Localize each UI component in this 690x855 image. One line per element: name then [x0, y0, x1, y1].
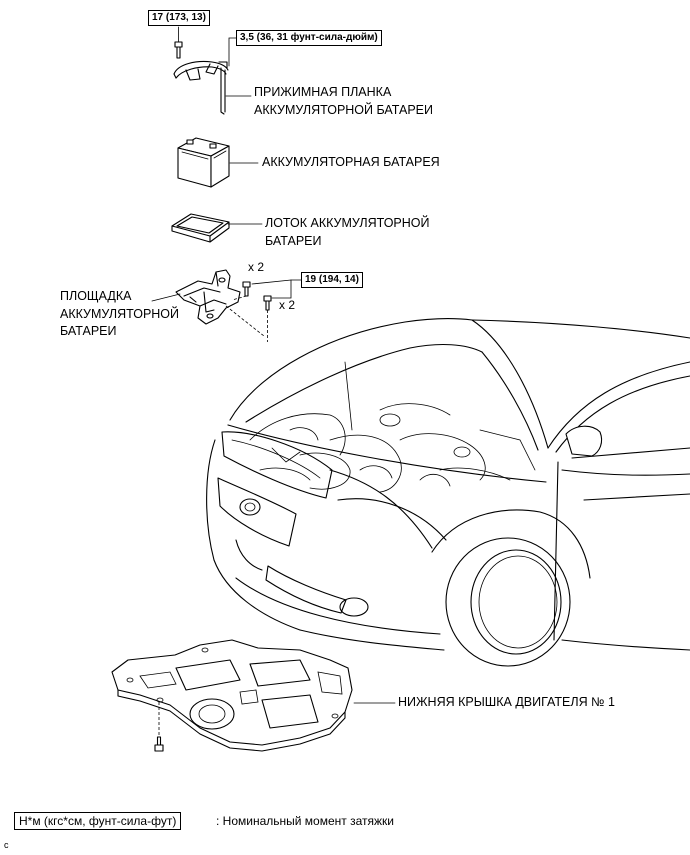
clamp-torque-spec: 17 (173, 13) [148, 10, 210, 26]
battery-clamp-icon [173, 60, 229, 115]
carrier-label-line: ПЛОЩАДКА [60, 289, 132, 303]
clamp-bolt-icon [174, 41, 183, 59]
battery-tray-icon [171, 213, 230, 243]
carrier-bolt-lower-icon [263, 295, 272, 311]
jbolt-torque-spec: 3,5 (36, 31 фунт-сила-дюйм) [236, 30, 382, 46]
legend-unit-box: Н*м (кгс*см, фунт-сила-фут) [14, 812, 182, 830]
battery-label: АККУМУЛЯТОРНАЯ БАТАРЕЯ [262, 154, 440, 172]
under-cover-label-line: НИЖНЯЯ КРЫШКА ДВИГАТЕЛЯ № 1 [398, 695, 615, 709]
tray-label-line: БАТАРЕИ [265, 233, 322, 248]
under-cover-bolt-icon [154, 736, 164, 752]
carrier-bolt-axes [225, 295, 268, 342]
clamp-label: ПРИЖИМНАЯ ПЛАНКА АККУМУЛЯТОРНОЙ БАТАРЕИ [254, 84, 433, 119]
carrier-bolt-upper-icon [242, 281, 251, 297]
clamp-label-line: АККУМУЛЯТОРНОЙ БАТАРЕИ [254, 102, 433, 117]
engine-under-cover-icon [111, 639, 353, 752]
battery-label-line: АККУМУЛЯТОРНАЯ БАТАРЕЯ [262, 155, 440, 169]
corner-code: c [4, 840, 9, 850]
carrier-label-line: АККУМУЛЯТОРНОЙ [60, 306, 180, 321]
carrier-torque-spec: 19 (194, 14) [301, 272, 363, 288]
carrier-label-line: БАТАРЕИ [60, 324, 117, 338]
tray-label-line: ЛОТОК АККУМУЛЯТОРНОЙ [265, 216, 430, 230]
under-cover-label: НИЖНЯЯ КРЫШКА ДВИГАТЕЛЯ № 1 [398, 694, 615, 712]
carrier-bolt-upper-qty: x 2 [248, 260, 265, 274]
battery-icon [177, 137, 230, 188]
tray-label: ЛОТОК АККУМУЛЯТОРНОЙ БАТАРЕИ [265, 215, 430, 250]
jbolt-torque-leader [228, 37, 237, 67]
clamp-label-line: ПРИЖИМНАЯ ПЛАНКА [254, 85, 392, 99]
carrier-label: ПЛОЩАДКА АККУМУЛЯТОРНОЙ БАТАРЕИ [60, 288, 179, 341]
engine-bay [249, 403, 536, 493]
battery-carrier-icon [175, 269, 241, 325]
carrier-bolt-lower-qty: x 2 [279, 298, 296, 312]
legend-description: : Номинальный момент затяжки [216, 814, 394, 828]
vehicle-outline [206, 318, 690, 667]
carrier-torque-leader [251, 279, 302, 299]
carrier-label-leader [151, 293, 181, 302]
